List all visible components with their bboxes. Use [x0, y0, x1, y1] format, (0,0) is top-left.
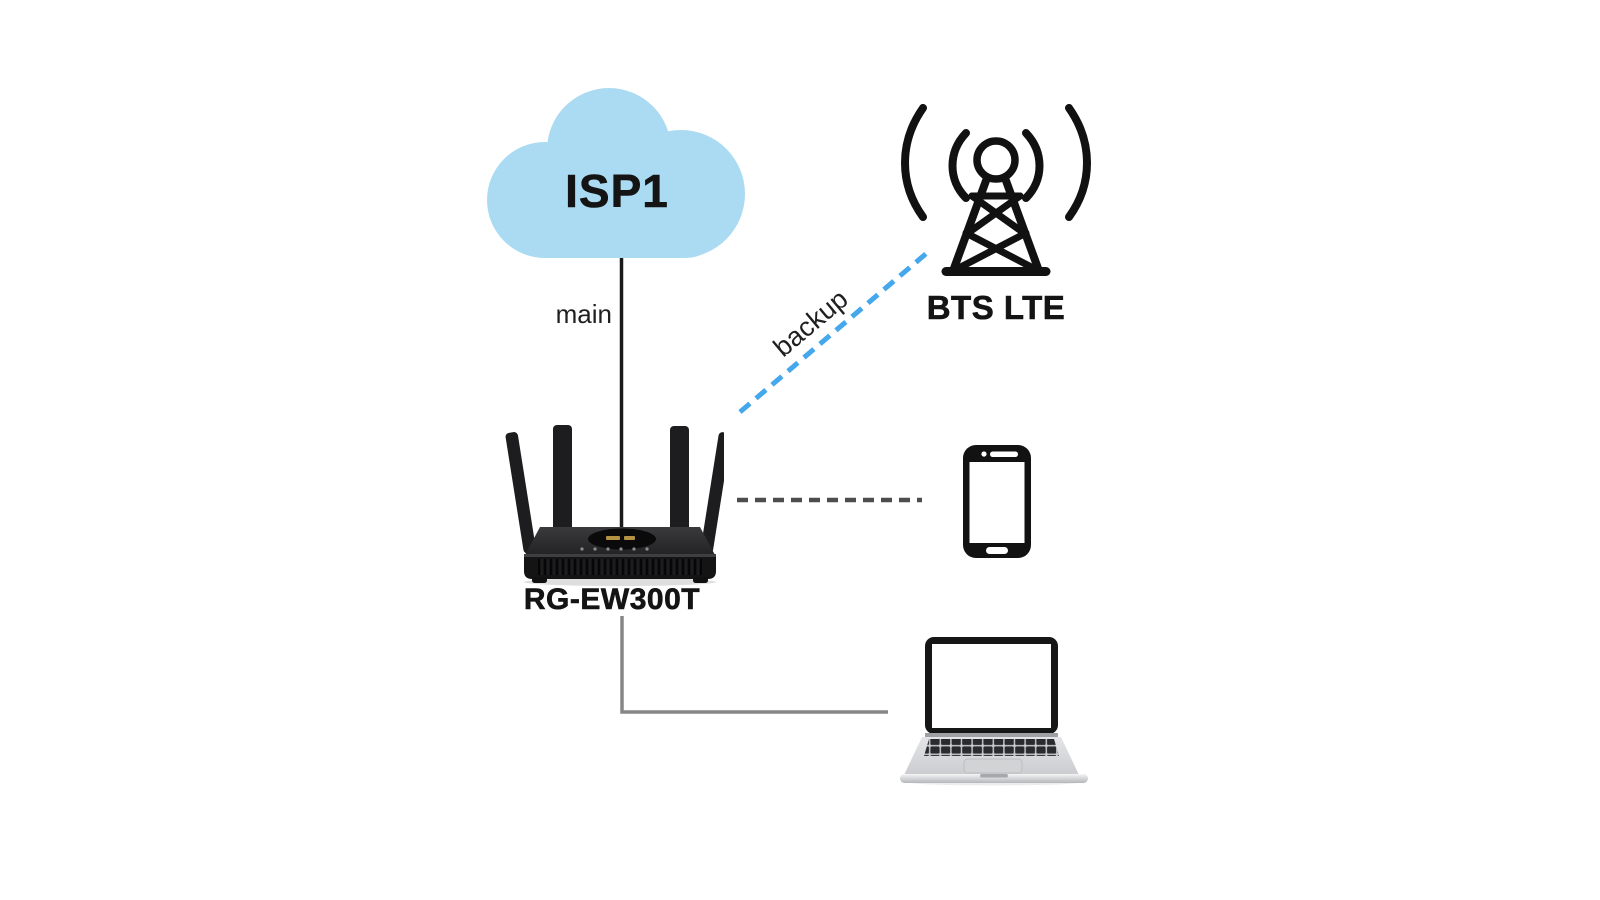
- router-logo-text2: [624, 536, 635, 540]
- router-logo-text: [606, 536, 620, 540]
- phone-speaker: [990, 451, 1018, 457]
- wave-arc-outer-right: [1065, 104, 1091, 221]
- router-laptop-link-line: [620, 616, 888, 714]
- router-shadow: [524, 578, 716, 586]
- tower-head-circle: [973, 137, 1019, 183]
- phone-camera-dot: [981, 451, 987, 457]
- laptop-icon: [900, 637, 1088, 786]
- laptop-trackpad: [963, 758, 1023, 774]
- router-label: RG-EW300T: [523, 583, 701, 617]
- main-link-label: main: [555, 299, 612, 329]
- router-antennas: [505, 425, 724, 554]
- phone-home-button: [986, 547, 1008, 554]
- tower-brace-x2b: [951, 229, 1030, 274]
- laptop-hinge: [925, 733, 1058, 737]
- router-edge-highlight: [524, 554, 716, 557]
- isp-cloud-node: ISP1: [487, 88, 747, 258]
- tower-brace-x2a: [962, 229, 1041, 274]
- router-vent-grille: [538, 559, 702, 575]
- wave-arc-inner-left: [948, 129, 970, 202]
- router-foot-right: [693, 577, 708, 583]
- cell-tower-strokes: [901, 104, 1091, 276]
- laptop-base-notch: [980, 774, 1008, 778]
- router-led-row: [580, 547, 649, 551]
- router-foot-left: [532, 577, 547, 583]
- laptop-screen: [932, 644, 1051, 728]
- wave-arc-outer-left: [901, 104, 927, 221]
- wave-arc-inner-right: [1022, 129, 1044, 202]
- cell-tower-icon: [901, 104, 1091, 276]
- router-antenna-outer-right: [700, 432, 724, 554]
- phone-screen: [969, 462, 1025, 543]
- laptop-base: [900, 774, 1088, 783]
- router-logo-oval: [588, 528, 656, 550]
- wifi-router-icon: [505, 425, 724, 586]
- laptop-keyboard: [924, 739, 1059, 756]
- tower-brace-x1b: [964, 192, 1024, 237]
- isp-cloud-label: ISP1: [565, 165, 669, 218]
- cloud-base: [511, 184, 723, 258]
- router-antenna-inner-left: [553, 425, 572, 537]
- smartphone-icon: [963, 445, 1031, 558]
- router-antenna-inner-right: [670, 426, 689, 537]
- router-antenna-outer-left: [505, 432, 536, 554]
- bts-tower-label: BTS LTE: [926, 289, 1066, 327]
